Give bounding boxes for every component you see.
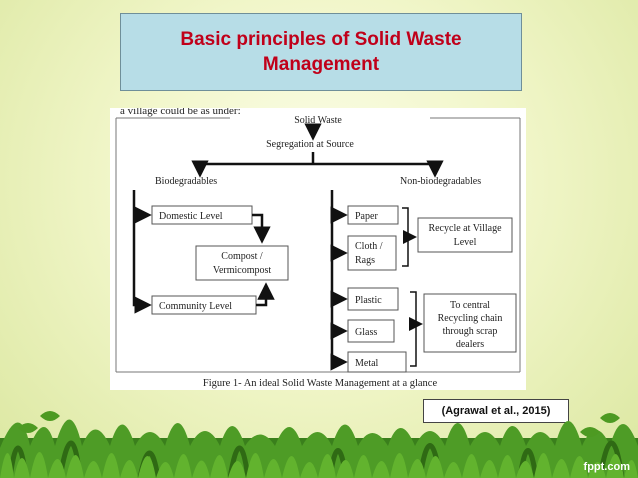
community-level-label: Community Level <box>159 301 232 312</box>
figure-caption: Figure 1- An ideal Solid Waste Managemen… <box>203 378 438 389</box>
paper-label: Paper <box>355 211 378 222</box>
bracket-paper-cloth <box>402 207 409 267</box>
node-paper <box>347 205 399 225</box>
bracket-plastic-glass-metal <box>410 291 417 367</box>
grass-decoration <box>0 411 638 478</box>
cloth-label-1: Cloth / <box>355 241 383 252</box>
node-metal <box>347 351 407 373</box>
brand-watermark: fppt.com <box>583 461 630 473</box>
arrow-domestic-to-compost <box>252 213 271 244</box>
node-segregation: Segregation at Source <box>266 139 354 150</box>
metal-label: Metal <box>355 358 379 369</box>
arrow-community-to-compost <box>256 282 275 307</box>
flow-diagram: a village could be as under: Solid Waste… <box>115 108 521 389</box>
recycle-village-label-2: Level <box>454 237 477 248</box>
central-label-4: dealers <box>456 339 484 350</box>
domestic-level-label: Domestic Level <box>159 211 223 222</box>
node-glass <box>347 319 395 343</box>
central-label-2: Recycling chain <box>438 313 503 324</box>
cloth-label-2: Rags <box>355 255 375 266</box>
compost-label-2: Vermicompost <box>213 265 272 276</box>
central-label-1: To central <box>450 300 490 311</box>
citation-box: (Agrawal et al., 2015) <box>423 399 569 423</box>
slide-title-line-2: Management <box>262 54 380 75</box>
figure-frame <box>115 117 521 373</box>
node-recycle-village <box>417 217 513 253</box>
glass-label: Glass <box>355 327 377 338</box>
plastic-label: Plastic <box>355 295 382 306</box>
node-central-recycling <box>423 293 517 353</box>
central-label-3: through scrap <box>443 326 498 337</box>
node-biodegradables: Biodegradables <box>155 176 217 187</box>
node-solid-waste: Solid Waste <box>294 115 342 126</box>
node-compost <box>195 245 289 281</box>
recycle-village-label-1: Recycle at Village <box>428 223 502 234</box>
waste-management-figure: a village could be as under: Solid Waste… <box>110 108 526 390</box>
node-non-biodegradables: Non-biodegradables <box>400 176 481 187</box>
node-plastic <box>347 287 399 311</box>
cutoff-text: a village could be as under: <box>120 108 241 117</box>
slide-title-line-1: Basic principles of Solid Waste <box>180 29 462 50</box>
line-bio-to-community <box>132 190 152 314</box>
title-box: Basic principles of Solid Waste Manageme… <box>120 13 522 91</box>
citation-text: (Agrawal et al., 2015) <box>441 405 551 417</box>
compost-label-1: Compost / <box>221 251 263 262</box>
node-cloth <box>347 235 397 271</box>
